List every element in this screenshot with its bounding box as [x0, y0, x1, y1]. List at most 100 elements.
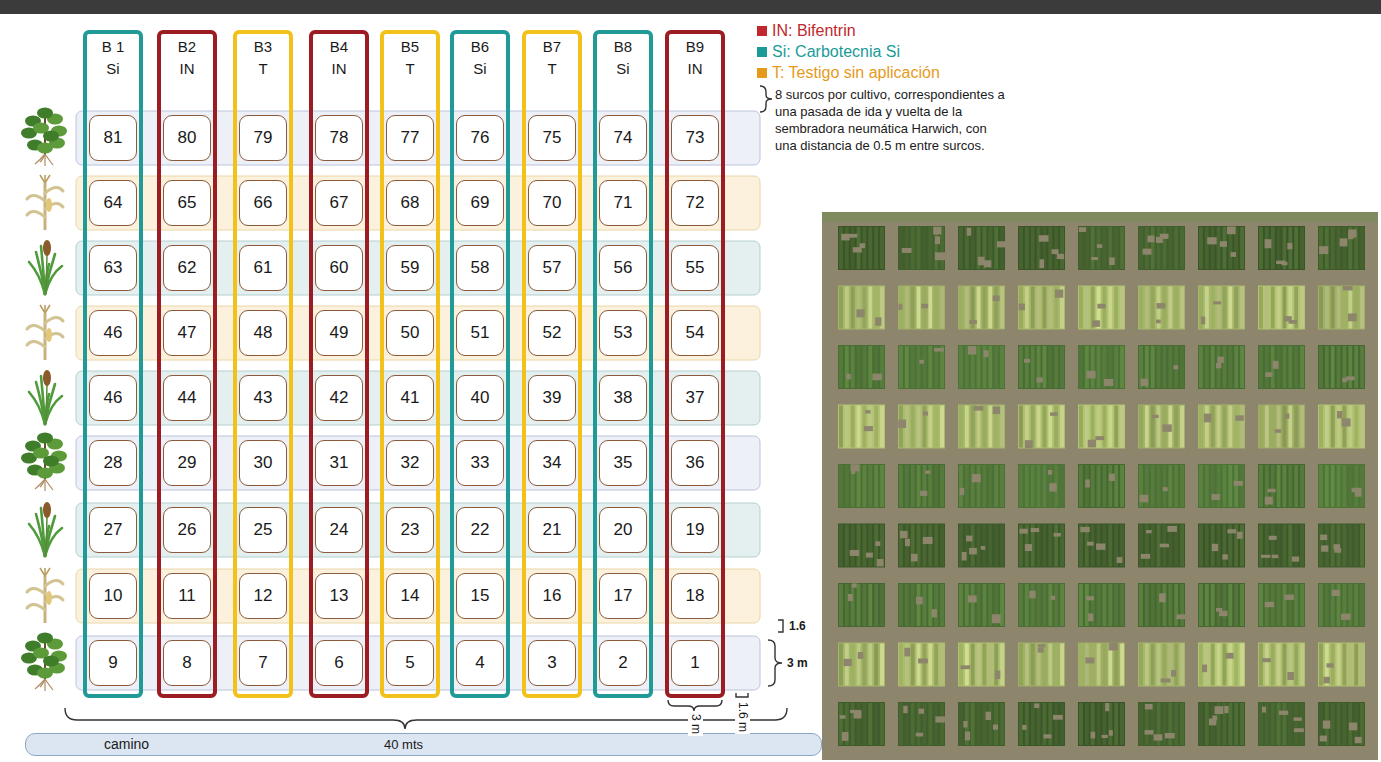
- crop-row: [1168, 346, 1172, 388]
- patch-base: [1138, 643, 1185, 687]
- soil-gap: [993, 725, 998, 730]
- crop-row: [971, 584, 975, 626]
- patch-base: [898, 583, 945, 627]
- crop-band: [76, 241, 760, 295]
- crop-row: [845, 406, 849, 448]
- plot-number: 58: [471, 258, 490, 278]
- crop-row: [917, 465, 921, 507]
- treatment-code: IN: [161, 58, 213, 80]
- crop-row: [977, 465, 981, 507]
- patch-base: [1018, 524, 1065, 568]
- crop-row: [1283, 287, 1287, 329]
- crop-row: [839, 227, 843, 269]
- legend-row: T: Testigo sin aplicación: [757, 62, 940, 83]
- crop-row: [845, 465, 849, 507]
- crop-row: [1283, 644, 1287, 686]
- soil-gap: [1087, 542, 1094, 546]
- crop-row: [1343, 227, 1347, 269]
- soil-gap: [1340, 238, 1348, 246]
- crop-row: [1228, 584, 1232, 626]
- crop-row: [1043, 584, 1047, 626]
- plot-patch: [838, 524, 885, 568]
- crop-icon: [29, 502, 62, 556]
- crop-row: [1354, 287, 1358, 329]
- crop-row: [1097, 703, 1101, 745]
- plot-number: 7: [258, 653, 267, 673]
- crop-row: [1205, 525, 1209, 567]
- crop-row: [905, 287, 909, 329]
- crop-row: [928, 584, 932, 626]
- crop-row: [851, 287, 855, 329]
- patch-base: [898, 345, 945, 389]
- crop-row: [1259, 644, 1263, 686]
- crop-row: [959, 346, 963, 388]
- crop-row: [1097, 465, 1101, 507]
- patch-base: [898, 226, 945, 270]
- soil-gap: [1341, 614, 1351, 620]
- patch-base: [958, 583, 1005, 627]
- crop-row: [1354, 346, 1358, 388]
- crop-row: [1000, 287, 1004, 329]
- crop-row: [1108, 287, 1112, 329]
- patch-base: [1078, 226, 1125, 270]
- soil-gap: [1231, 252, 1236, 257]
- plot-patch: [1198, 583, 1245, 627]
- crop-row: [1168, 287, 1172, 329]
- patch-base: [1018, 226, 1065, 270]
- plot-number: 26: [178, 520, 197, 540]
- soil-gap: [1104, 379, 1113, 386]
- treatment-column: B 1Si81646346462827109: [83, 30, 143, 698]
- soil-gap: [1237, 532, 1243, 539]
- crop-row: [1228, 346, 1232, 388]
- column-header: B3T: [237, 36, 289, 80]
- soil-gap: [1044, 734, 1052, 738]
- soil-gap: [995, 670, 1000, 679]
- crop-row: [851, 406, 855, 448]
- plot-patch: [1258, 226, 1305, 270]
- crop-row: [1211, 584, 1215, 626]
- crop-row: [1228, 703, 1232, 745]
- crop-row: [917, 584, 921, 626]
- crop-row: [1240, 525, 1244, 567]
- soil-gap: [1211, 494, 1219, 500]
- crop-row: [1091, 703, 1095, 745]
- plant-root: [45, 154, 53, 165]
- plot-number: 12: [254, 586, 273, 606]
- plot-box: 78: [315, 115, 363, 161]
- soil-gap: [900, 531, 908, 538]
- photo-ground: [822, 212, 1378, 760]
- plot-patch: [898, 524, 945, 568]
- crop-row: [1288, 703, 1292, 745]
- crop-row: [1043, 465, 1047, 507]
- crop-row: [1079, 406, 1083, 448]
- column-header: B6Si: [454, 36, 506, 80]
- crop-row: [928, 287, 932, 329]
- plot-patch: [1258, 702, 1305, 746]
- crop-row: [1174, 584, 1178, 626]
- crop-row: [1145, 644, 1149, 686]
- soil-gap: [1343, 286, 1353, 290]
- plot-patch: [1018, 643, 1065, 687]
- crop-row: [1217, 584, 1221, 626]
- soil-gap: [1109, 643, 1118, 651]
- crop-row: [1054, 227, 1058, 269]
- plot-box: 37: [671, 375, 719, 421]
- plot-patch: [1198, 345, 1245, 389]
- crop-icon: [29, 240, 62, 294]
- crop-row: [1019, 406, 1023, 448]
- soil-gap: [848, 594, 853, 601]
- plot-patch: [1138, 643, 1185, 687]
- crop-row: [959, 465, 963, 507]
- crop-row: [1319, 406, 1323, 448]
- plot-number: 61: [254, 258, 273, 278]
- soil-gap: [1163, 487, 1168, 491]
- soil-gap: [872, 374, 882, 381]
- plot-box: 59: [386, 245, 434, 291]
- plot-patch: [1018, 702, 1065, 746]
- crop-row: [1265, 346, 1269, 388]
- crop-row: [1300, 227, 1304, 269]
- crop-row: [1000, 346, 1004, 388]
- legend: IN: BifentrinSi: Carbotecnia SiT: Testig…: [757, 20, 940, 83]
- crop-row: [1025, 465, 1029, 507]
- crop-icons: [21, 108, 67, 692]
